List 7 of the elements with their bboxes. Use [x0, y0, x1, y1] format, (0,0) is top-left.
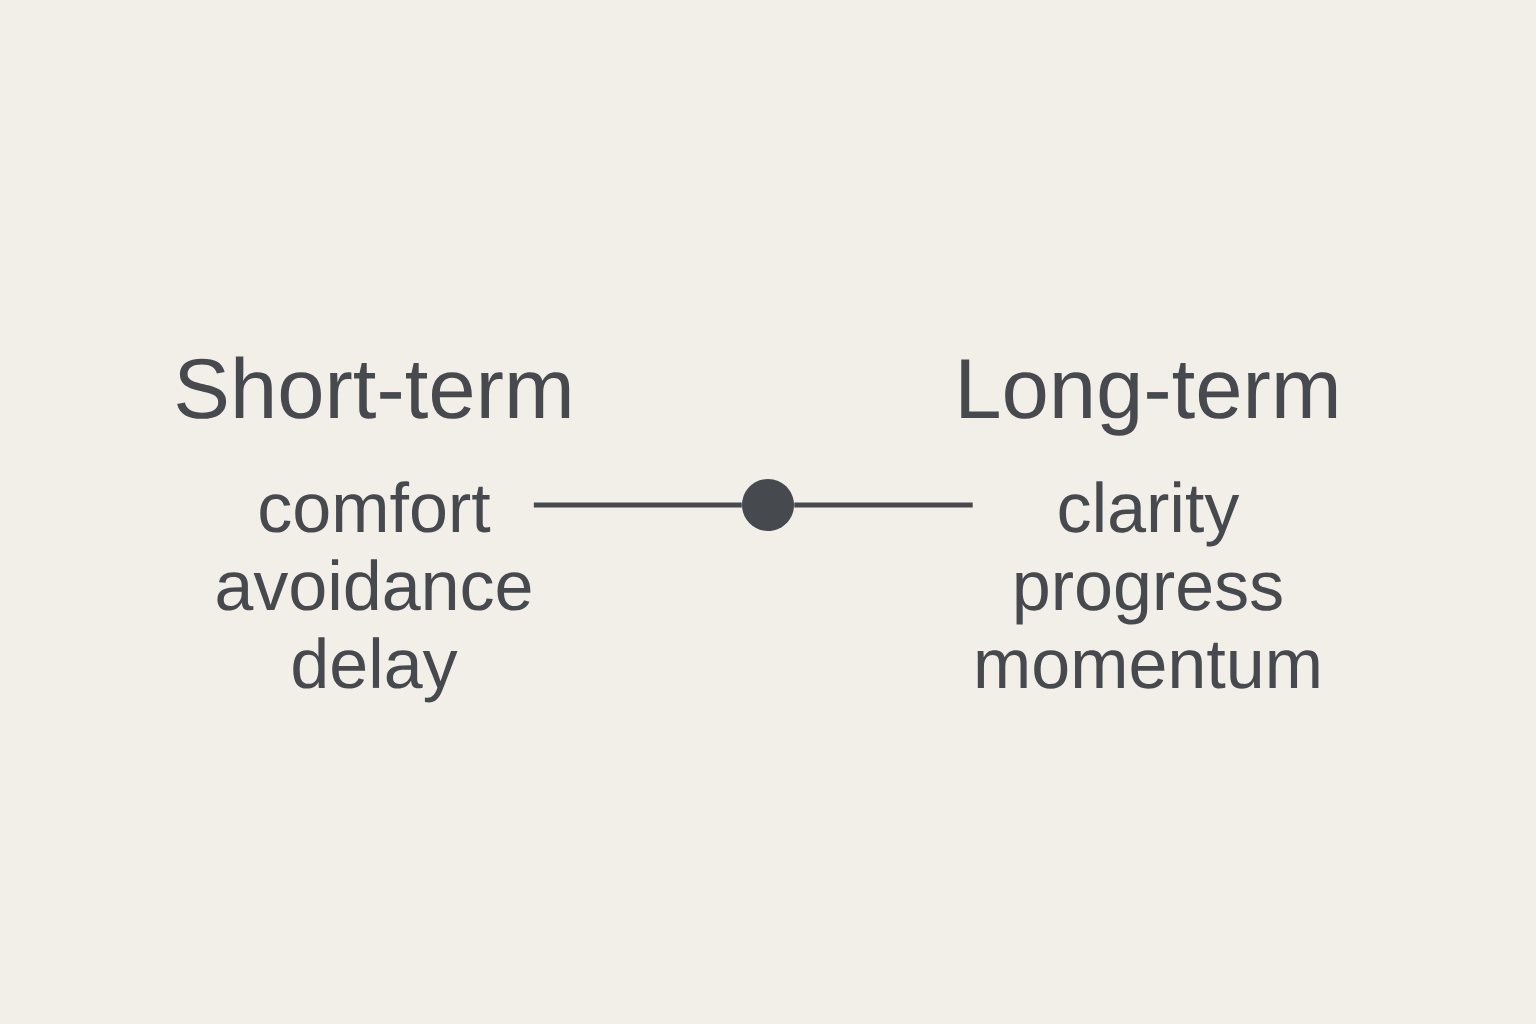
dot: [742, 479, 794, 531]
word-list: comfort avoidance delay: [217, 481, 531, 703]
heading: Long-term: [961, 359, 1337, 436]
heading: Short-term: [177, 356, 570, 419]
word-list: clarity progress momentum: [977, 481, 1319, 689]
line: [533, 502, 742, 508]
line: [794, 502, 973, 508]
